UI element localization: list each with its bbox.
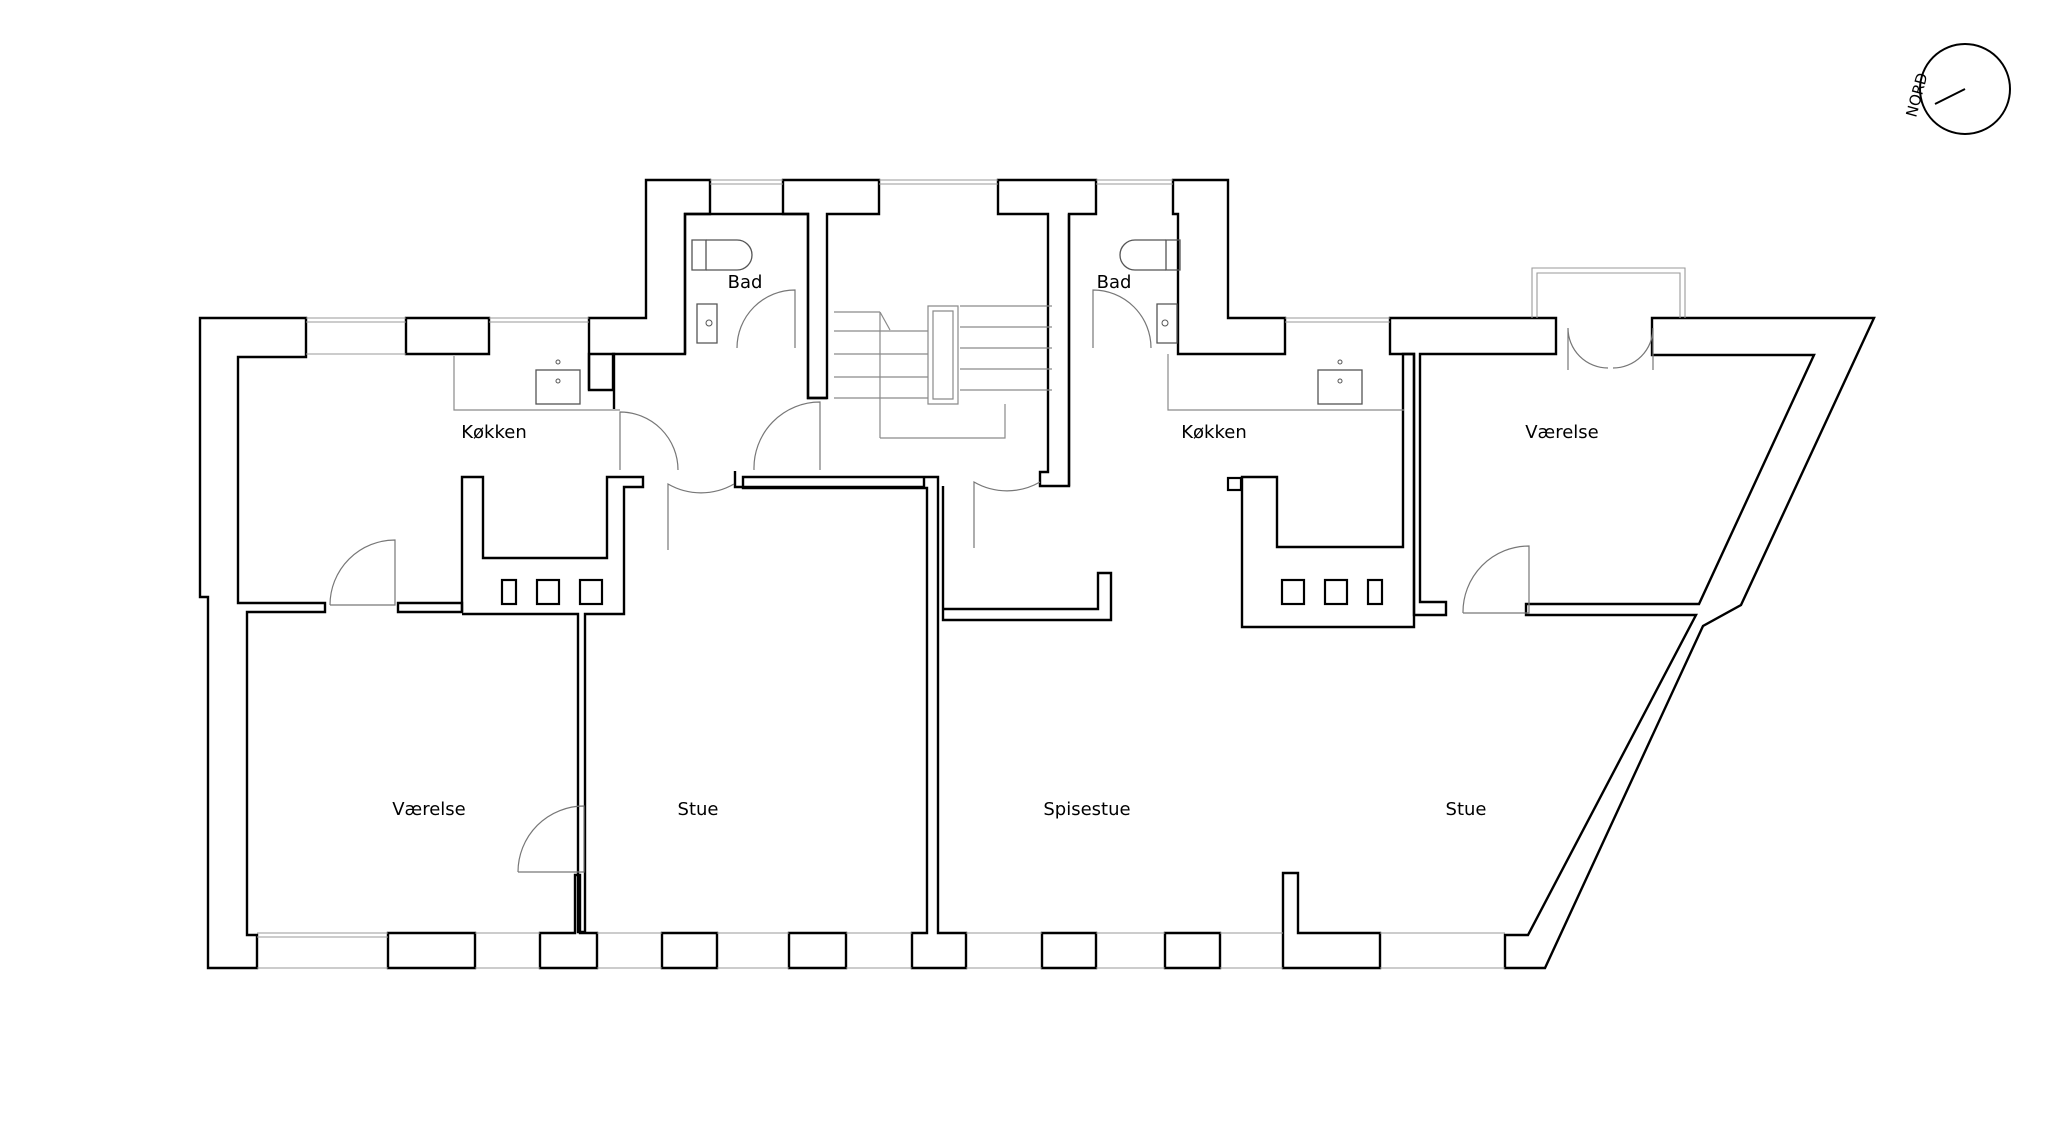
south-walls (386, 475, 1382, 970)
outer-walls (198, 178, 1876, 970)
doors (329, 289, 1654, 873)
kitchen-sink-icon (1317, 359, 1363, 405)
north-compass: NORD (1902, 43, 2011, 135)
room-label-bedroom-right: Værelse (1525, 422, 1599, 443)
fixtures (453, 239, 1404, 606)
staircase (834, 305, 1052, 439)
toilet-icon (691, 239, 753, 271)
room-label-dining: Spisestue (1043, 799, 1130, 820)
kitchen-sink-icon (535, 359, 581, 405)
room-label-bath-right: Bad (1097, 272, 1132, 293)
room-label-kitchen-left: Køkken (461, 422, 527, 443)
sink-icon (696, 303, 718, 344)
interior-walls (396, 212, 1416, 934)
room-label-living-right: Stue (1446, 799, 1487, 820)
room-label-kitchen-right: Køkken (1181, 422, 1247, 443)
room-label-living-left: Stue (678, 799, 719, 820)
north-arrow-icon (1934, 88, 1966, 105)
sink-icon (1156, 303, 1178, 344)
toilet-icon (1119, 239, 1181, 271)
chimney-icon (500, 578, 604, 606)
room-label-bath-left: Bad (728, 272, 763, 293)
room-labels: Bad Bad Køkken Køkken Værelse Værelse St… (392, 272, 1599, 820)
windows (257, 179, 1686, 969)
chimney-icon (1226, 476, 1384, 606)
room-label-bedroom-left: Værelse (392, 799, 466, 820)
